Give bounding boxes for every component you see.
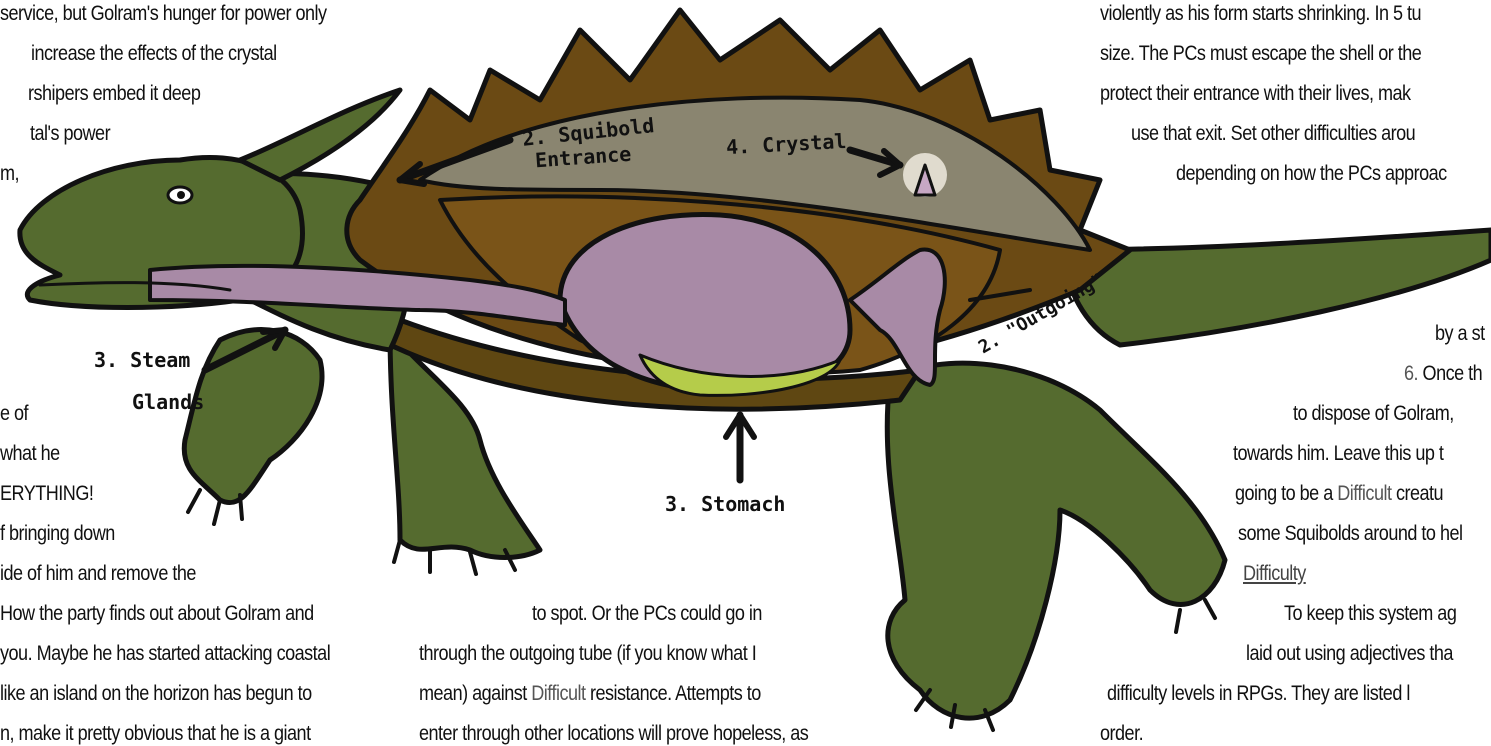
turtle-left-front-leg bbox=[184, 330, 322, 503]
label-steam-glands: Glands bbox=[132, 390, 204, 414]
turtle-head-spike bbox=[240, 90, 400, 180]
label-stomach: 3. Stomach bbox=[665, 492, 785, 516]
label-steam-glands: 3. Steam bbox=[94, 348, 190, 372]
turtle-back-right-leg bbox=[887, 363, 1225, 718]
